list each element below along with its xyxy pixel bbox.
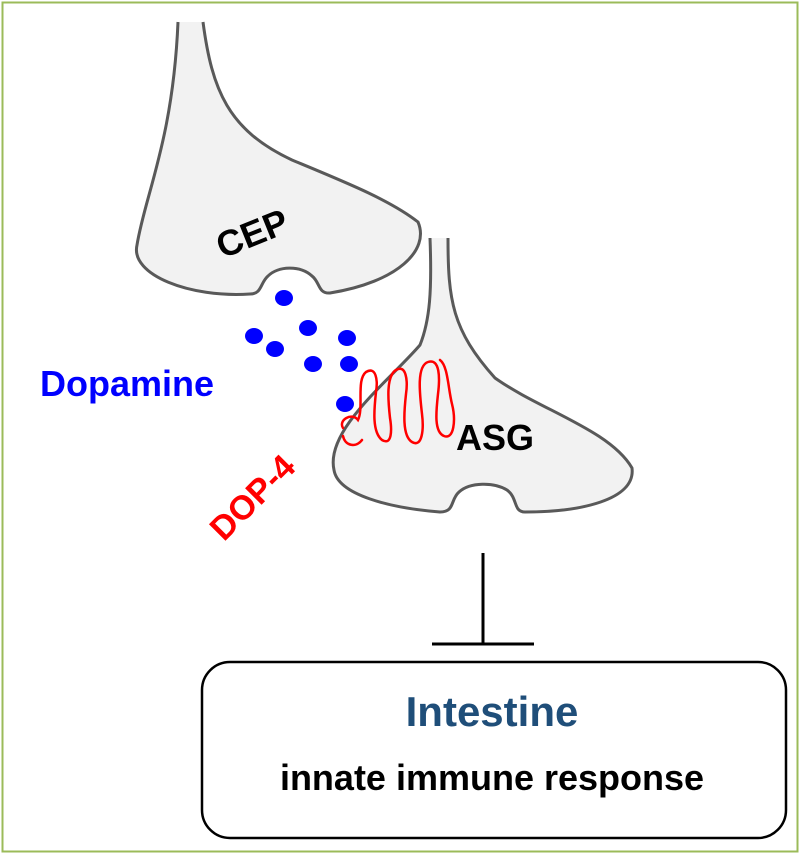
- dop4-receptor: [340, 358, 456, 447]
- asg-label: ASG: [456, 417, 534, 458]
- dopamine-molecule: [340, 356, 358, 372]
- dopamine-molecule: [266, 341, 284, 357]
- dop4-label: DOP-4: [203, 448, 303, 548]
- dopamine-molecule: [245, 328, 263, 344]
- dopamine-molecule: [336, 396, 354, 412]
- cep-neuron-terminal: [135, 21, 422, 296]
- intestine-title: Intestine: [406, 688, 579, 735]
- dopamine-molecule: [304, 356, 322, 372]
- inhibition-arrow: [432, 553, 534, 646]
- asg-neuron-terminal: [331, 237, 634, 514]
- intestine-box: [200, 660, 788, 840]
- intestine-subtitle: innate immune response: [280, 757, 704, 798]
- dopamine-label: Dopamine: [40, 363, 214, 404]
- dopamine-molecule: [299, 320, 317, 336]
- dopamine-molecule: [275, 290, 293, 306]
- dopamine-molecules: [245, 290, 358, 412]
- dopamine-molecule: [338, 330, 356, 346]
